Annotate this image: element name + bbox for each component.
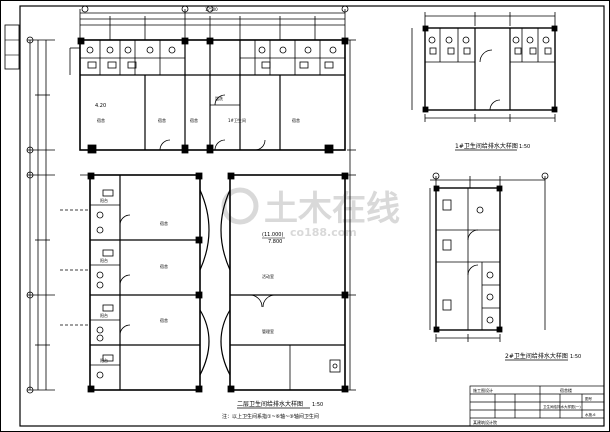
balcony-1: 阳台 bbox=[100, 197, 108, 203]
dim-top: 17500 bbox=[205, 7, 218, 12]
watermark-main: 土木在线 bbox=[264, 189, 400, 229]
room-1: 宿舍 bbox=[97, 117, 105, 123]
title-block-drawing: 卫生间给排水大样图(一) bbox=[543, 404, 581, 409]
room-2: 宿舍 bbox=[158, 117, 166, 123]
detail-2-scale: 1:50 bbox=[570, 354, 581, 360]
binding-strip bbox=[4, 24, 20, 70]
room-4-20: 4.20 bbox=[95, 103, 106, 109]
title-block-project: 宿舍楼 bbox=[560, 387, 572, 393]
detail-1-title: 1#卫生间给排水大样图 bbox=[455, 142, 518, 150]
balcony-2: 阳台 bbox=[100, 257, 108, 263]
floor-plan-title: 二层卫生间给排水大样图 bbox=[237, 400, 303, 408]
drawing-frame bbox=[19, 5, 605, 427]
title-block-company: 施工图设计 bbox=[473, 387, 493, 393]
title-block-footer: 某建筑设计院 bbox=[473, 419, 497, 425]
floor-plan-labels: 17500 4.20 宿舍 宿舍 宿舍 1#卫生间 宿舍 盥洗 宿舍 宿舍 宿舍… bbox=[95, 7, 323, 420]
watermark-sub: co188.com bbox=[290, 226, 357, 239]
balcony-3: 阳台 bbox=[100, 312, 108, 318]
title-block-no-label: 图号 bbox=[585, 396, 593, 401]
detail-2-title: 2#卫生间给排水大样图 bbox=[505, 352, 568, 360]
floor-plan bbox=[26, 5, 356, 394]
balcony-4: 阳台 bbox=[100, 357, 108, 363]
detail-2-plan bbox=[429, 172, 549, 342]
note: 注：以上卫生间系指①~⑥轴~⑨轴间卫生间 bbox=[222, 413, 319, 420]
room-8: 宿舍 bbox=[160, 263, 168, 269]
elevation-label: (11.000) bbox=[262, 232, 283, 238]
room-7: 宿舍 bbox=[160, 220, 168, 226]
floor-plan-scale: 1:50 bbox=[312, 402, 323, 408]
room-5: 1#卫生间 bbox=[228, 117, 246, 123]
title-block bbox=[469, 385, 605, 427]
detail-1-plan bbox=[411, 12, 558, 122]
room-11: 管理室 bbox=[262, 328, 274, 334]
watermark: 土木在线 co188.com bbox=[221, 187, 400, 239]
elevation-value: 7.800 bbox=[268, 239, 282, 245]
room-10: 活动室 bbox=[262, 273, 274, 279]
detail-1-scale: 1:50 bbox=[519, 144, 530, 150]
room-3: 宿舍 bbox=[190, 117, 198, 123]
room-9: 宿舍 bbox=[160, 317, 168, 323]
room-4: 宿舍 bbox=[292, 117, 300, 123]
room-6: 盥洗 bbox=[215, 95, 223, 101]
title-block-no-value: 水施-6 bbox=[585, 412, 596, 417]
